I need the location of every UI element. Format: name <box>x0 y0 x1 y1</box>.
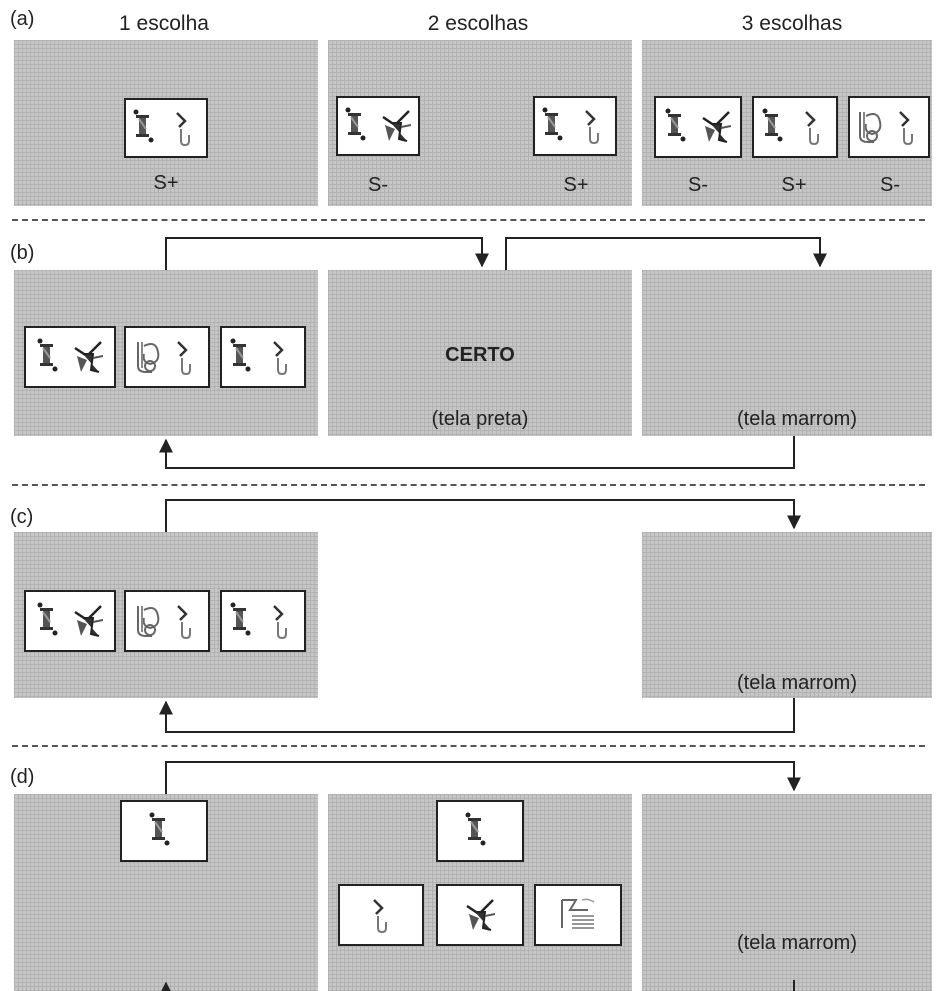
sample-card[interactable] <box>436 800 524 862</box>
panel-d1 <box>14 794 318 991</box>
stimulus-card[interactable] <box>654 96 742 158</box>
column-header-2: 2 escolhas <box>427 12 529 35</box>
stimulus-card[interactable] <box>24 326 116 388</box>
section-b-label: (b) <box>10 242 35 264</box>
arrow-c-choice-to-brown <box>165 499 801 532</box>
arrow-c-return <box>159 698 795 733</box>
stimulus-card[interactable] <box>24 590 116 652</box>
s-plus-label: S+ <box>153 172 179 194</box>
panel-a2: S- S+ <box>328 40 632 206</box>
screen-label-brown: (tela marrom) <box>736 932 857 954</box>
screen-label-brown: (tela marrom) <box>736 408 857 430</box>
comparison-card[interactable] <box>338 884 424 946</box>
section-divider <box>12 219 925 221</box>
s-minus-label: S- <box>688 174 708 196</box>
comparison-card[interactable] <box>436 884 524 946</box>
section-c-label: (c) <box>10 506 34 528</box>
panel-b2: CERTO (tela preta) <box>328 270 632 436</box>
stimulus-card[interactable] <box>220 326 306 388</box>
stimulus-card[interactable] <box>220 590 306 652</box>
stimulus-card[interactable] <box>124 326 210 388</box>
panel-a1: S+ <box>14 40 318 206</box>
panel-c3: (tela marrom) <box>642 532 932 698</box>
panel-a3: S- S+ S- <box>642 40 932 206</box>
arrow-b-feedback-to-brown <box>505 237 827 270</box>
arrow-b-choice-to-feedback <box>165 237 489 270</box>
panel-d2 <box>328 794 632 991</box>
sample-card[interactable] <box>120 800 208 862</box>
s-minus-label: S- <box>368 174 388 196</box>
column-header-1: 1 escolha <box>119 12 209 35</box>
stimulus-card[interactable] <box>124 590 210 652</box>
screen-label-black: (tela preta) <box>431 408 529 430</box>
arrow-d-to-brown <box>165 761 801 794</box>
stimulus-card[interactable] <box>336 96 420 156</box>
stimulus-card[interactable] <box>752 96 838 158</box>
panel-b1 <box>14 270 318 436</box>
s-plus-label: S+ <box>781 174 807 196</box>
arrow-b-return <box>159 436 795 469</box>
section-divider <box>12 745 925 747</box>
s-plus-label: S+ <box>563 174 589 196</box>
comparison-card[interactable] <box>534 884 622 946</box>
column-header-3: 3 escolhas <box>741 12 843 35</box>
screen-label-brown: (tela marrom) <box>736 672 857 694</box>
section-a-label: (a) <box>10 8 35 30</box>
panel-d3: (tela marrom) <box>642 794 932 991</box>
panel-c1 <box>14 532 318 698</box>
stimulus-card[interactable] <box>124 98 208 158</box>
section-divider <box>12 484 925 486</box>
stimulus-card[interactable] <box>848 96 930 158</box>
s-minus-label: S- <box>880 174 900 196</box>
feedback-certo: CERTO <box>445 344 515 366</box>
stimulus-card[interactable] <box>533 96 617 156</box>
panel-b3: (tela marrom) <box>642 270 932 436</box>
section-d-label: (d) <box>10 766 35 788</box>
